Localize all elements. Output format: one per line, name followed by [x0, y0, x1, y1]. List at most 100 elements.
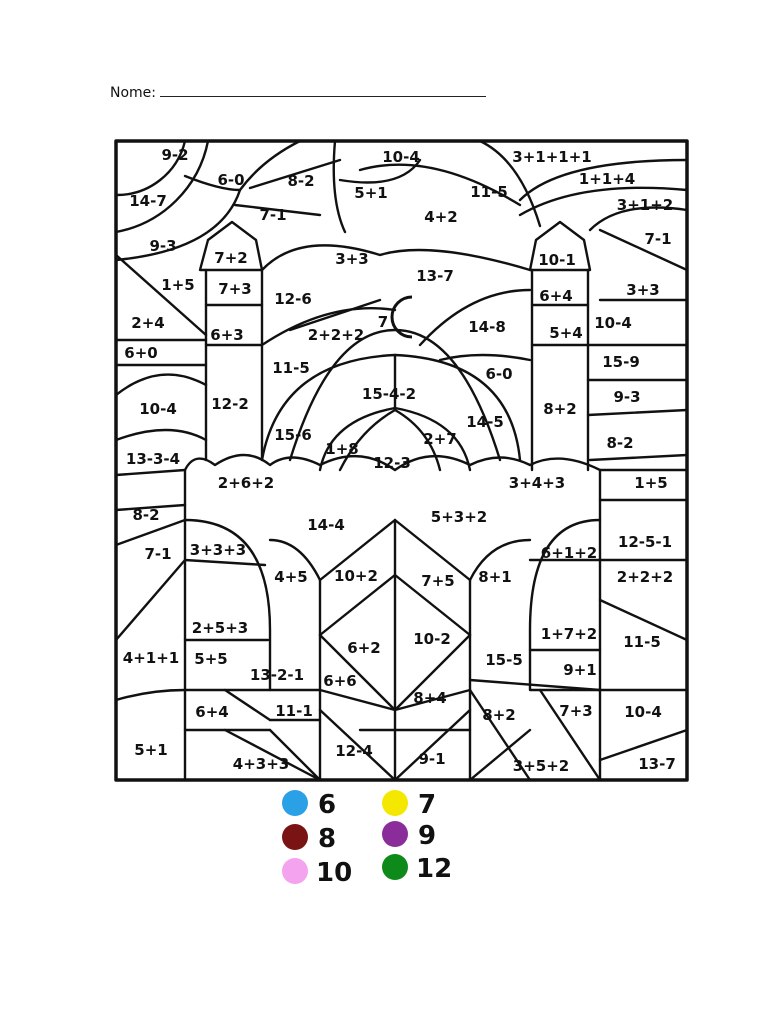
cell-label: 4+3+3	[233, 755, 289, 773]
cell-label: 8+2	[543, 400, 576, 418]
legend-item: 8	[282, 824, 336, 854]
cell-label: 14-5	[466, 413, 504, 431]
legend-swatch	[382, 821, 408, 847]
cell-label: 13-3-4	[126, 450, 180, 468]
cell-label: 13-7	[416, 267, 454, 285]
legend-swatch	[382, 854, 408, 880]
cell-label: 8+1	[478, 568, 511, 586]
cell-label: 5+1	[134, 741, 167, 759]
cell-label: 2+6+2	[218, 474, 274, 492]
cell-label: 5+4	[549, 324, 582, 342]
cell-label: 10-2	[413, 630, 451, 648]
cell-label: 2+7	[423, 430, 456, 448]
legend-value: 7	[418, 790, 436, 820]
cell-label: 6-0	[485, 365, 512, 383]
cell-label: 6+6	[323, 672, 356, 690]
cell-label: 5+3+2	[431, 508, 487, 526]
mosque-line-art	[114, 139, 689, 782]
cell-label: 1+5	[161, 276, 194, 294]
cell-label: 6+3	[210, 326, 243, 344]
legend-swatch	[382, 790, 408, 816]
cell-label: 15-6	[274, 426, 312, 444]
cell-label: 12-2	[211, 395, 249, 413]
cell-label: 12-5-1	[618, 533, 672, 551]
cell-label: 9-2	[161, 146, 188, 164]
cell-label: 3+1+1+1	[512, 148, 591, 166]
cell-label: 10+2	[334, 567, 378, 585]
cell-label: 7-1	[259, 206, 286, 224]
cell-label: 3+3	[626, 281, 659, 299]
name-underline	[160, 84, 487, 97]
cell-label: 10-4	[624, 703, 662, 721]
legend-value: 10	[316, 858, 352, 888]
cell-label: 5+5	[194, 650, 227, 668]
legend-swatch	[282, 790, 308, 816]
cell-label: 13-2-1	[250, 666, 304, 684]
cell-label: 13-7	[638, 755, 676, 773]
cell-label: 6+0	[124, 344, 157, 362]
cell-label: 6-0	[217, 171, 244, 189]
cell-label: 11-5	[272, 359, 310, 377]
cell-label: 7+3	[559, 702, 592, 720]
legend-item: 10	[282, 858, 352, 888]
cell-label: 3+1+2	[617, 196, 673, 214]
cell-label: 2+5+3	[192, 619, 248, 637]
legend-value: 9	[418, 821, 436, 851]
cell-labels: 9-2 6-0 8-2 10-4 3+1+1+1 1+1+4 14-7 7-1 …	[123, 146, 676, 775]
cell-label: 8-2	[132, 506, 159, 524]
cell-label: 6+1+2	[541, 544, 597, 562]
cell-label: 1+5	[634, 474, 667, 492]
name-label: Nome:	[110, 85, 157, 101]
legend-item: 6	[282, 790, 336, 820]
cell-label: 8+2	[482, 706, 515, 724]
cell-label: 9-3	[613, 388, 640, 406]
legend-swatch	[282, 858, 308, 884]
cell-label: 15-5	[485, 651, 523, 669]
cell-label: 11-5	[623, 633, 661, 651]
legend-value: 6	[318, 790, 336, 820]
cell-label: 1+7+2	[541, 625, 597, 643]
cell-label: 4+2	[424, 208, 457, 226]
cell-label: 10-4	[382, 148, 420, 166]
cell-label: 8-2	[287, 172, 314, 190]
cell-label: 8-2	[606, 434, 633, 452]
cell-label: 2+2+2	[308, 326, 364, 344]
cell-label: 3+3	[335, 250, 368, 268]
cell-label: 12-6	[274, 290, 312, 308]
cell-label: 15-4-2	[362, 385, 416, 403]
cell-label: 7+2	[214, 249, 247, 267]
cell-label: 9+1	[563, 661, 596, 679]
cell-label: 9-3	[149, 237, 176, 255]
cell-label: 7-1	[644, 230, 671, 248]
cell-label: 6+4	[195, 703, 228, 721]
cell-label: 3+3+3	[190, 541, 246, 559]
cell-label: 11-5	[470, 183, 508, 201]
legend-item: 12	[382, 854, 452, 884]
cell-label: 7+5	[421, 572, 454, 590]
cell-label: 4+1+1	[123, 649, 179, 667]
cell-label: 14-4	[307, 516, 345, 534]
cell-label: 3+5+2	[513, 757, 569, 775]
cell-label: 10-4	[594, 314, 632, 332]
cell-label: 4+5	[274, 568, 307, 586]
cell-label: 1+1+4	[579, 170, 635, 188]
cell-label: 3+4+3	[509, 474, 565, 492]
cell-label: 6+2	[347, 639, 380, 657]
cell-label: 6+4	[539, 287, 572, 305]
cell-label: 2+2+2	[617, 568, 673, 586]
color-legend: 6 7 8 9 10 12	[282, 790, 452, 888]
legend-swatch	[282, 824, 308, 850]
cell-label: 7-1	[144, 545, 171, 563]
cell-label: 12-3	[373, 454, 411, 472]
legend-item: 7	[382, 790, 436, 820]
cell-label: 2+4	[131, 314, 164, 332]
cell-label: 1+8	[325, 440, 358, 458]
cell-label: 8+4	[413, 689, 446, 707]
name-field: Nome:	[110, 84, 487, 101]
cell-label: 7	[378, 313, 388, 331]
cell-label: 9-1	[418, 750, 445, 768]
legend-value: 8	[318, 824, 336, 854]
cell-label: 12-4	[335, 742, 373, 760]
cell-label: 11-1	[275, 702, 313, 720]
